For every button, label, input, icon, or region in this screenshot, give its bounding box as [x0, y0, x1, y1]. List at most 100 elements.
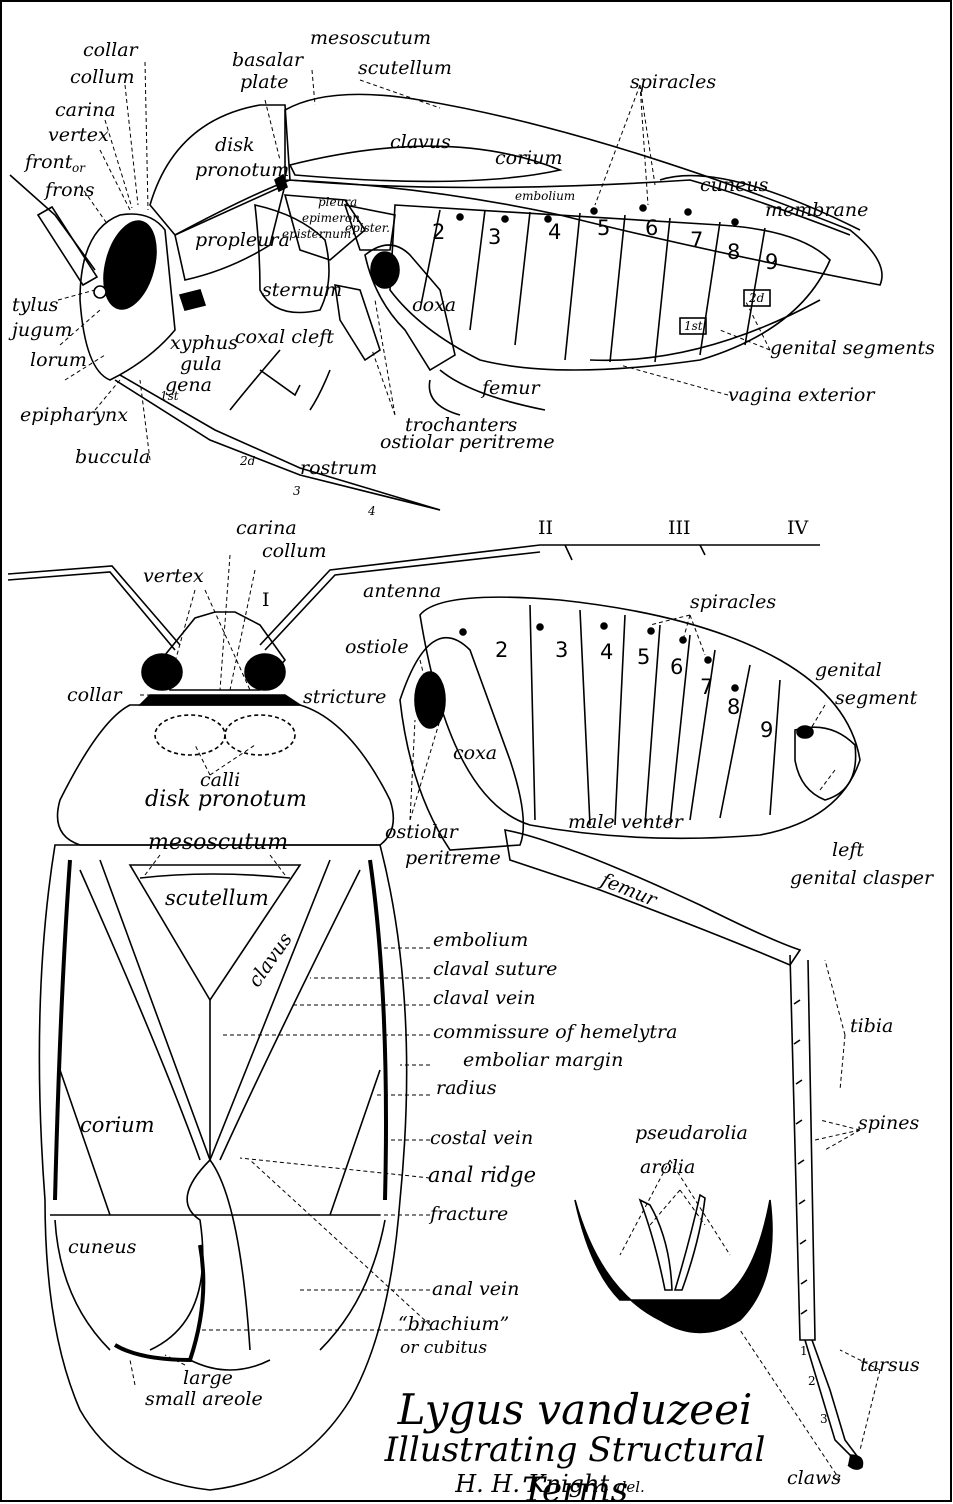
callout-anal-ridge: anal ridge	[428, 1165, 536, 1185]
side-segment-8: 8	[727, 240, 740, 264]
top-label-vertex: vertex	[143, 566, 204, 586]
title-del: del.	[617, 1478, 645, 1496]
side-segment-2: 2	[432, 220, 445, 244]
label-genital-2d: 2d	[749, 292, 764, 305]
label-ostiolar: ostiolar	[385, 822, 458, 842]
label-pleura: pleura	[318, 196, 357, 209]
male-segment-9: 9	[760, 718, 773, 742]
label-arolia: arolia	[640, 1157, 695, 1177]
callout-anal-vein: anal vein	[432, 1279, 519, 1299]
label-pseudarolia: pseudarolia	[635, 1123, 748, 1143]
tarsus-1: 1	[800, 1345, 808, 1358]
label-mesoscutum: mesoscutum	[310, 28, 431, 48]
side-segment-5: 5	[597, 216, 610, 240]
label-genital-clasper: genital clasper	[790, 868, 933, 888]
top-label-stricture: stricture	[303, 687, 386, 707]
label-or: or	[72, 162, 85, 175]
male-label-coxa: coxa	[453, 743, 497, 763]
antenna-IV: IV	[787, 518, 808, 538]
side-segment-7: 7	[690, 228, 703, 252]
label-jugum: jugum	[12, 320, 73, 340]
title-species: Lygus vanduzeei	[340, 1385, 810, 1434]
label-left: left	[832, 840, 864, 860]
male-label-spiracles: spiracles	[690, 592, 776, 612]
top-label-disk-pronotum: disk pronotum	[145, 790, 307, 810]
side-segment-9: 9	[765, 250, 778, 274]
label-spines: spines	[858, 1113, 919, 1133]
pretarsus-drawing	[575, 1195, 772, 1333]
callout-or-cubitus: or cubitus	[400, 1338, 487, 1358]
label-vagina-exterior: vagina exterior	[728, 385, 874, 405]
label-frons: frons	[45, 180, 95, 200]
top-label-collar: collar	[67, 685, 122, 705]
top-label-large: large	[183, 1368, 233, 1388]
label-rostrum-3: 3	[293, 485, 301, 498]
label-tylus: tylus	[12, 295, 58, 315]
callout-emboliar-margin: emboliar margin	[463, 1050, 623, 1070]
label-tibia: tibia	[850, 1016, 893, 1036]
callout-commissure: commissure of hemelytra	[433, 1022, 677, 1042]
label-spiracles: spiracles	[630, 72, 716, 92]
label-ostiolar-peritreme: ostiolar peritreme	[380, 432, 555, 452]
top-label-cuneus: cuneus	[68, 1237, 136, 1257]
label-pronotum: pronotum	[195, 160, 289, 180]
top-label-antenna-I: I	[262, 590, 270, 610]
label-rostrum: rostrum	[300, 458, 377, 478]
tarsus-3: 3	[820, 1413, 828, 1426]
label-rostrum-1st: 1st	[160, 390, 179, 403]
label-buccula: buccula	[75, 447, 150, 467]
label-carina: carina	[55, 100, 116, 120]
label-genital: genital	[815, 660, 882, 680]
callout-radius: radius	[436, 1078, 497, 1098]
callout-claval-suture: claval suture	[433, 959, 557, 979]
label-vertex: vertex	[48, 125, 109, 145]
label-antenna: antenna	[363, 581, 441, 601]
callout-embolium: embolium	[433, 930, 528, 950]
label-ostiole: ostiole	[345, 637, 409, 657]
label-plate: plate	[240, 72, 288, 92]
top-label-small-areole: small areole	[145, 1389, 263, 1409]
label-segment: segment	[835, 688, 917, 708]
top-label-mesoscutum: mesoscutum	[148, 833, 288, 853]
label-propleura: propleura	[195, 230, 290, 250]
top-label-collum: collum	[262, 541, 327, 561]
label-femur: femur	[482, 378, 540, 398]
label-peritreme: peritreme	[405, 848, 501, 868]
label-collar: collar	[83, 40, 138, 60]
callout-costal-vein: costal vein	[430, 1128, 533, 1148]
label-lorum: lorum	[30, 350, 87, 370]
compound-eye	[95, 215, 165, 314]
label-xyphus: xyphus	[170, 333, 238, 353]
label-collum: collum	[70, 67, 135, 87]
male-segment-7: 7	[700, 675, 713, 699]
label-coxa: coxa	[412, 295, 456, 315]
title-author: H. H. Knight del.	[400, 1470, 700, 1498]
male-segment-5: 5	[637, 645, 650, 669]
label-genital-segments: genital segments	[770, 338, 935, 358]
label-disk: disk	[215, 135, 255, 155]
male-segment-3: 3	[555, 638, 568, 662]
label-rostrum-2d: 2d	[240, 455, 255, 468]
label-epister: epister.	[345, 222, 390, 235]
label-rostrum-4: 4	[368, 505, 376, 518]
label-basalar: basalar	[232, 50, 303, 70]
callout-brachium: “brachium”	[398, 1314, 509, 1334]
label-genital-1st: 1st	[684, 320, 703, 333]
label-membrane: membrane	[765, 200, 868, 220]
label-front: front	[25, 152, 72, 172]
label-clavus: clavus	[390, 132, 451, 152]
label-epipharynx: epipharynx	[20, 405, 128, 425]
title-author-name: H. H. Knight	[455, 1470, 609, 1498]
male-segment-4: 4	[600, 640, 613, 664]
antenna-II: II	[538, 518, 553, 538]
side-segment-6: 6	[645, 216, 658, 240]
label-male-venter: male venter	[568, 812, 683, 832]
top-label-carina: carina	[236, 518, 297, 538]
male-segment-6: 6	[670, 655, 683, 679]
label-embolium: embolium	[515, 190, 575, 203]
side-segment-4: 4	[548, 220, 561, 244]
label-tarsus: tarsus	[860, 1355, 920, 1375]
label-coxal-cleft: coxal cleft	[235, 327, 334, 347]
label-cuneus: cuneus	[700, 175, 768, 195]
